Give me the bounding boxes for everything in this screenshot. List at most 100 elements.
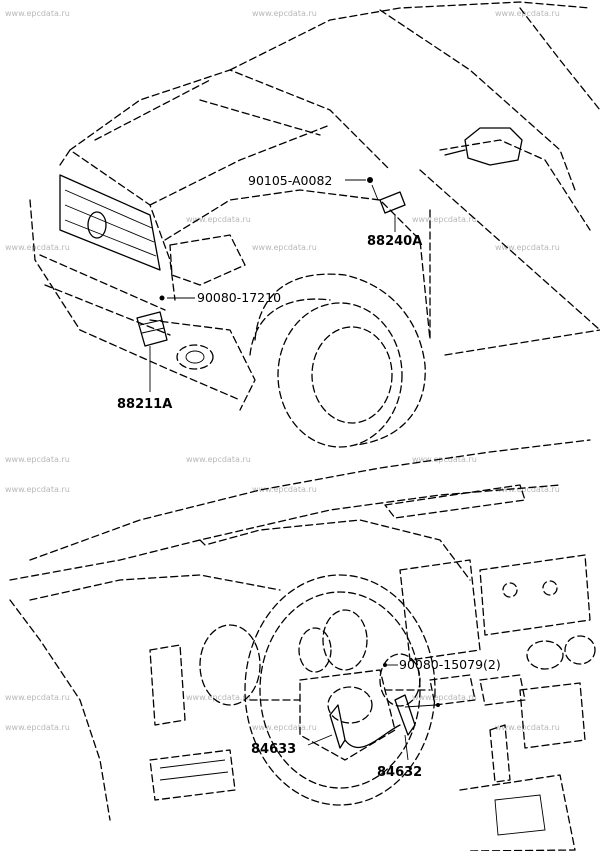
pillar-left (9, 599, 111, 821)
grille-bar (64, 219, 157, 257)
bolt-marker (159, 295, 165, 301)
watermark: www.epcdata.ru (5, 723, 70, 732)
watermark: www.epcdata.ru (186, 455, 251, 464)
shift-lever (489, 724, 511, 783)
screw-marker (367, 177, 373, 183)
watermark: www.epcdata.ru (495, 485, 560, 494)
dash-top-edge (29, 439, 591, 561)
hood-front-edge (149, 124, 331, 206)
gauge-small (298, 627, 332, 673)
fender-outline (59, 149, 176, 301)
windshield-pillar (379, 9, 576, 191)
grille-bar (64, 189, 153, 229)
horn-pad (327, 686, 373, 724)
callout-88211a: 88211A (117, 397, 172, 412)
steering-hub (299, 669, 396, 761)
headlight (169, 234, 246, 286)
hood-crease (94, 79, 211, 141)
switch-block (429, 674, 526, 706)
watermark: www.epcdata.ru (252, 723, 317, 732)
leader-line (371, 184, 379, 201)
wheel-arch-inner (249, 298, 331, 356)
center-display (399, 559, 481, 661)
grille-bar (64, 204, 155, 243)
watermark: www.epcdata.ru (186, 693, 251, 702)
watermark: www.epcdata.ru (5, 693, 70, 702)
fog-lamp-inner (185, 350, 205, 364)
switch-harness (344, 724, 401, 748)
rear-roof-edge (519, 7, 600, 111)
console (459, 774, 576, 851)
watermark-layer: www.epcdata.ru www.epcdata.ru www.epcdat… (5, 9, 560, 732)
callout-90105-a0082: 90105-A0082 (248, 173, 332, 188)
watermark: www.epcdata.ru (412, 455, 477, 464)
switch-rows (159, 759, 229, 781)
watermark: www.epcdata.ru (252, 243, 317, 252)
callout-90080-15079: 90080-15079(2) (399, 657, 501, 672)
watermark: www.epcdata.ru (252, 485, 317, 494)
dash-top-inner (9, 484, 561, 581)
watermark: www.epcdata.ru (495, 723, 560, 732)
leader-line (404, 704, 437, 708)
watermark: www.epcdata.ru (5, 243, 70, 252)
knob (542, 580, 558, 596)
front-fender (164, 189, 431, 341)
climate-panel (479, 554, 591, 636)
knob (502, 582, 518, 598)
wheel-arch (254, 273, 426, 446)
door-seam (419, 169, 600, 331)
switch-84632-body (394, 694, 416, 736)
watermark: www.epcdata.ru (5, 9, 70, 18)
watermark: www.epcdata.ru (495, 243, 560, 252)
leader-line (307, 734, 333, 746)
center-vent (564, 635, 596, 665)
front-rim (311, 326, 393, 424)
bumper-corner (149, 319, 256, 411)
center-vent (526, 640, 564, 670)
steering-wheel-rim (244, 574, 436, 806)
watermark: www.epcdata.ru (252, 9, 317, 18)
fog-lamp (176, 344, 214, 370)
sensor-88211a (136, 295, 195, 392)
mirror-arm (444, 149, 466, 156)
sensor-body (136, 311, 168, 347)
watermark: www.epcdata.ru (5, 485, 70, 494)
watermark: www.epcdata.ru (5, 455, 70, 464)
switch-84633-body (329, 704, 346, 749)
callout-84632: 84632 (377, 765, 422, 780)
gauge-tachometer (322, 609, 368, 671)
watermark: www.epcdata.ru (412, 693, 477, 702)
module-88240a (345, 177, 406, 232)
bumper-outline (29, 199, 241, 401)
left-switch-panel (149, 749, 236, 801)
defrost-vent (384, 484, 526, 519)
side-mirror (464, 127, 523, 166)
leader-line (404, 734, 409, 761)
hood-outline (69, 69, 391, 171)
roof-line (229, 1, 591, 71)
front-tire (277, 302, 403, 448)
bumper-slot (39, 254, 166, 311)
dash-panel-line (29, 574, 281, 601)
callout-84633: 84633 (251, 742, 296, 757)
callout-90080-17210: 90080-17210 (197, 290, 281, 305)
grille-frame (59, 174, 161, 271)
gauge-speedometer (199, 624, 261, 706)
truck-illustration (29, 1, 600, 448)
dashboard-illustration (9, 439, 596, 851)
callout-88240a: 88240A (367, 234, 422, 249)
screw-marker (436, 703, 440, 707)
left-vent (149, 644, 186, 726)
rocker-line (444, 329, 600, 356)
watermark: www.epcdata.ru (412, 215, 477, 224)
bumper-slot (44, 284, 171, 336)
module-body (379, 191, 406, 214)
steering-spokes (249, 689, 431, 701)
watermark: www.epcdata.ru (186, 215, 251, 224)
cluster-hood (199, 519, 471, 581)
emblem (87, 211, 107, 239)
shift-gate (494, 794, 546, 836)
sensor-detail (139, 319, 165, 334)
screw-marker (383, 663, 387, 667)
